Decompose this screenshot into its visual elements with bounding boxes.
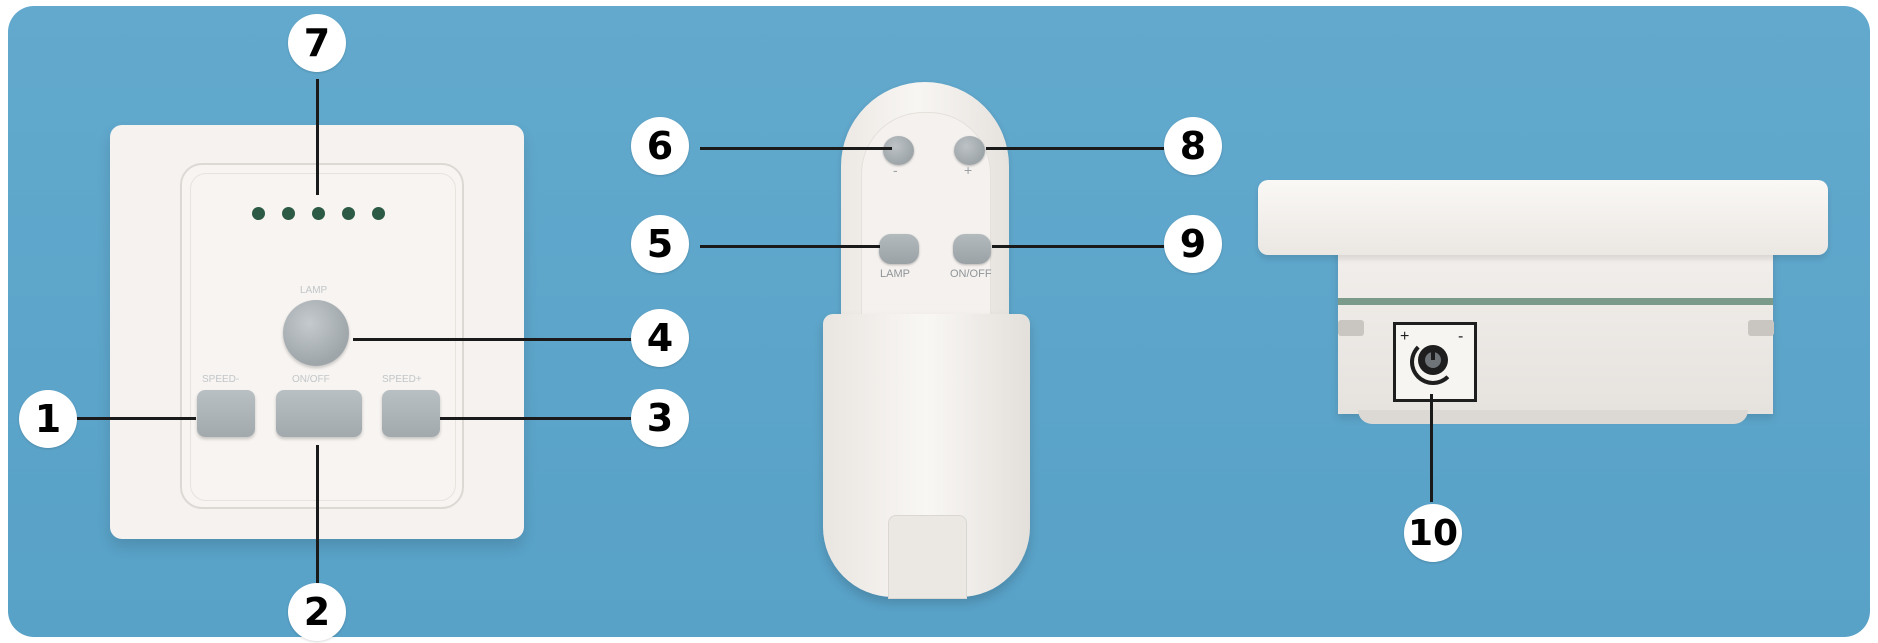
trim-plus-label: + [1400, 328, 1409, 346]
remote-lamp-label: LAMP [880, 268, 910, 280]
remote-onoff-label: ON/OFF [950, 268, 992, 280]
remote-minus-label: - [893, 162, 898, 178]
led-4 [342, 207, 355, 220]
remote-plus-label: + [964, 162, 972, 178]
callout-10-badge: 10 [1404, 504, 1462, 562]
led-5 [372, 207, 385, 220]
led-1 [252, 207, 265, 220]
remote-lamp-button[interactable] [879, 234, 919, 264]
side-faceplate [1258, 180, 1828, 255]
wall-speed-minus-label: SPEED- [202, 374, 239, 385]
callout-1-badge: 1 [19, 390, 77, 448]
side-green-seam [1338, 298, 1773, 305]
side-clip-left [1338, 320, 1364, 336]
callout-9-line [992, 245, 1164, 248]
callout-10-line [1430, 394, 1433, 502]
remote-plus-button[interactable] [954, 136, 985, 165]
callout-3-line [440, 417, 633, 420]
wall-speed-minus-button[interactable] [197, 390, 255, 437]
callout-6-badge: 6 [631, 117, 689, 175]
trim-minus-label: - [1458, 328, 1463, 346]
callout-5-badge: 5 [631, 215, 689, 273]
side-clip-right [1748, 320, 1774, 336]
trim-potentiometer[interactable]: + - [1393, 322, 1477, 402]
remote-control: - + LAMP ON/OFF [823, 82, 1030, 597]
callout-7-badge: 7 [288, 14, 346, 72]
wall-speed-plus-button[interactable] [382, 390, 440, 437]
callout-7-line [316, 79, 319, 195]
callout-1-line [74, 417, 196, 420]
wall-lamp-label: LAMP [300, 285, 327, 296]
wall-onoff-label: ON/OFF [292, 374, 330, 385]
controller-side-view: + - [1258, 170, 1828, 430]
led-3 [312, 207, 325, 220]
side-bottom-ledge [1358, 410, 1748, 424]
remote-minus-button[interactable] [883, 136, 914, 165]
callout-2-badge: 2 [288, 583, 346, 641]
callout-8-line [986, 147, 1164, 150]
callout-6-line [700, 147, 892, 150]
remote-holder-slot [888, 515, 967, 599]
wall-onoff-button[interactable] [276, 390, 362, 437]
callout-2-line [316, 445, 319, 585]
callout-3-badge: 3 [631, 389, 689, 447]
remote-onoff-button[interactable] [953, 234, 991, 264]
callout-5-line [700, 245, 880, 248]
callout-4-badge: 4 [631, 309, 689, 367]
wall-speed-plus-label: SPEED+ [382, 374, 422, 385]
callout-4-line [353, 338, 633, 341]
wall-lamp-button[interactable] [283, 300, 349, 366]
callout-9-badge: 9 [1164, 215, 1222, 273]
rotation-arc-icon [1410, 339, 1456, 385]
callout-8-badge: 8 [1164, 117, 1222, 175]
led-2 [282, 207, 295, 220]
